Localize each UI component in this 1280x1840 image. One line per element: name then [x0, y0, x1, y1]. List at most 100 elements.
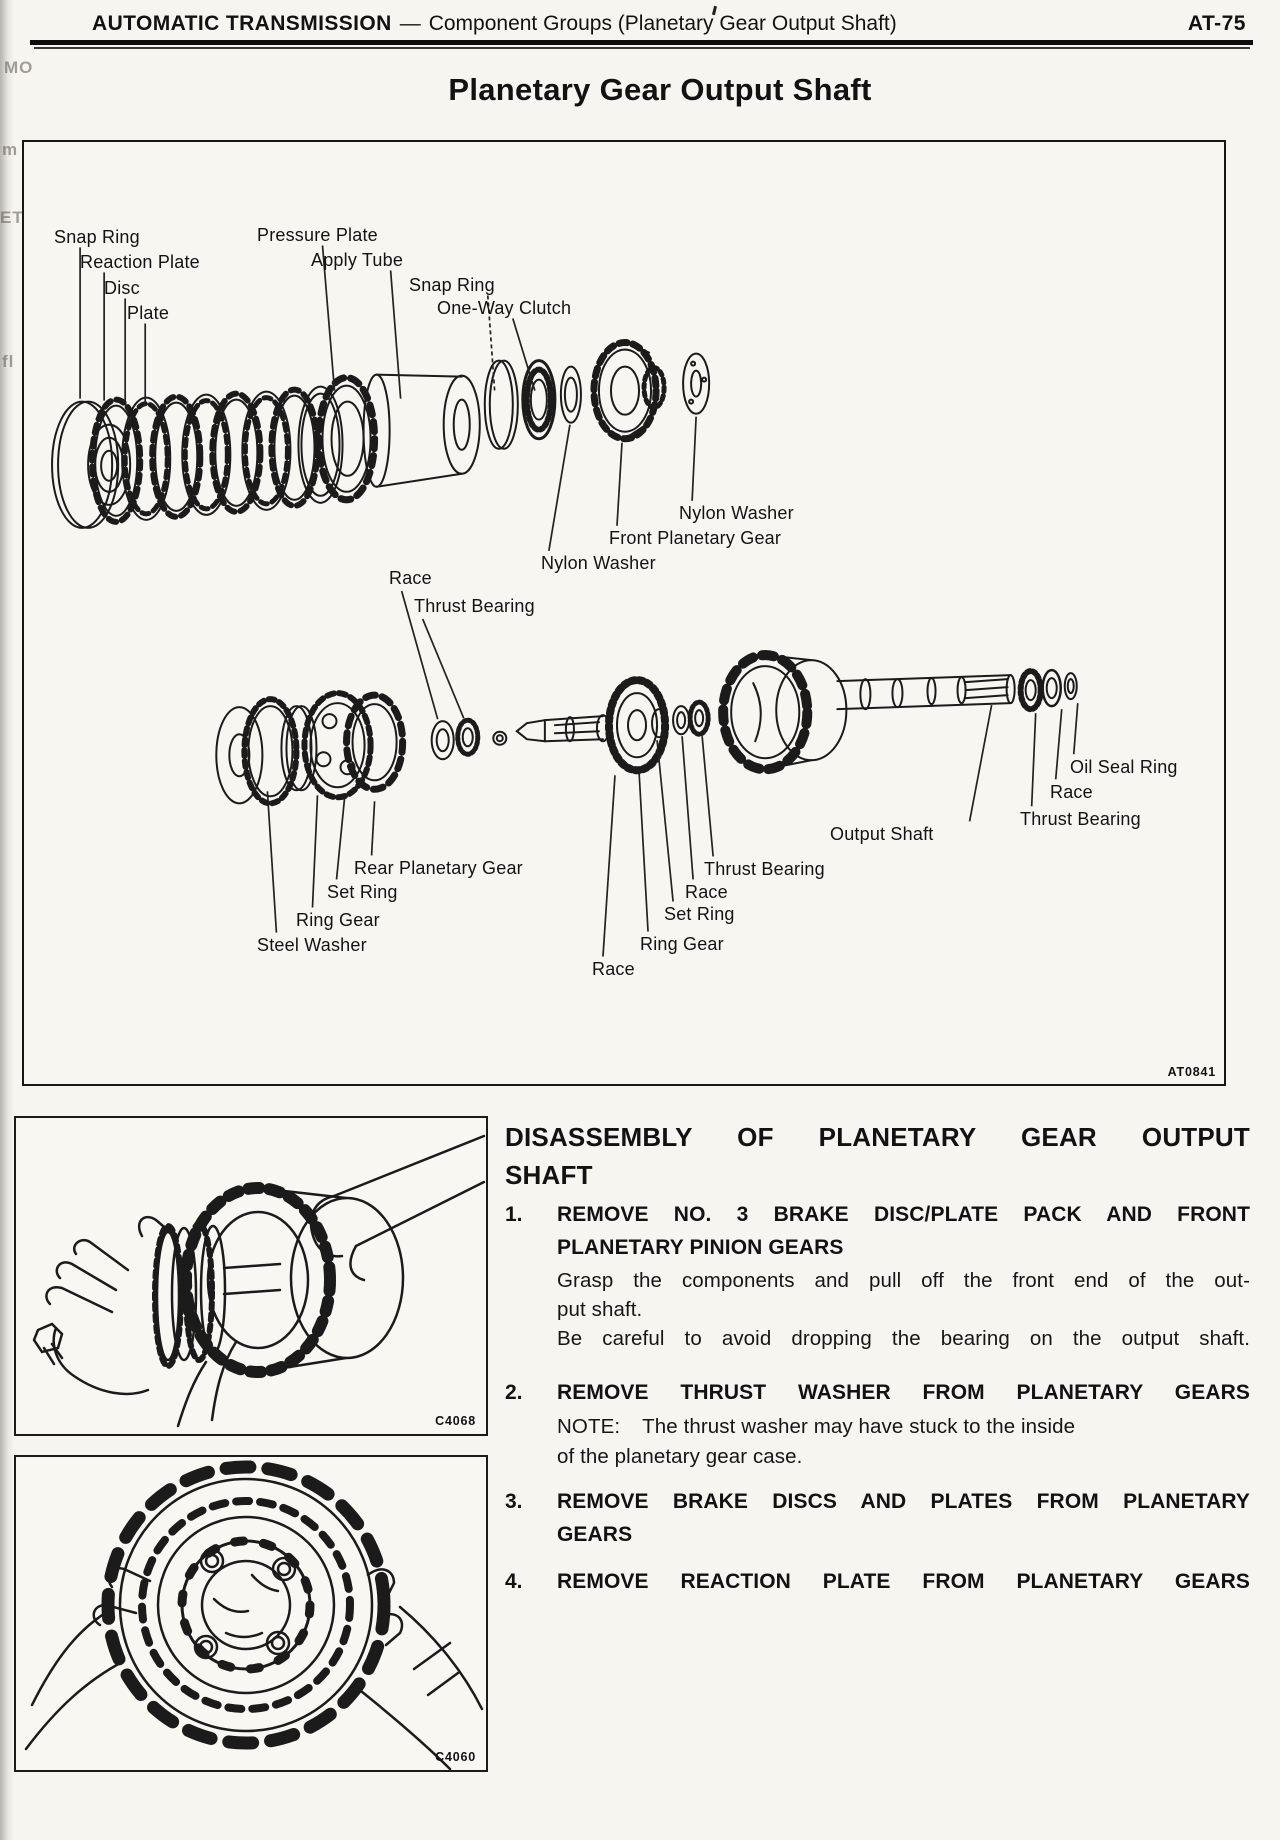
step-title: REMOVE REACTION PLATE FROM PLANETARY GEA… — [557, 1565, 1250, 1598]
part-label: Nylon Washer — [541, 553, 656, 573]
header-section-title: AUTOMATIC TRANSMISSION — [92, 12, 392, 35]
snap-ring-2-part — [483, 359, 519, 450]
scan-artifact: ET. — [0, 208, 28, 227]
part-label: Output Shaft — [830, 824, 934, 844]
exploded-diagram-figure: Snap Ring Reaction Plate Disc Plate Pres… — [22, 140, 1226, 1086]
part-label: Race — [389, 568, 432, 588]
part-label: Pressure Plate — [257, 225, 378, 245]
one-way-clutch-part — [521, 359, 557, 441]
step-title-line: REMOVE REACTION PLATE FROM PLANETARY GEA… — [557, 1570, 1250, 1593]
page-number: AT-75 — [1187, 12, 1246, 35]
part-label: Steel Washer — [257, 935, 367, 955]
race-3-part — [1041, 668, 1062, 708]
step-title-line: GEARS — [557, 1523, 633, 1546]
step-2-note: NOTE: The thrust washer may have stuck to… — [557, 1412, 1250, 1472]
part-label: Front Planetary Gear — [609, 528, 782, 548]
step-number: 2. — [505, 1381, 523, 1404]
note-line: NOTE: The thrust washer may have stuck to… — [557, 1412, 1250, 1442]
snap-ring-part — [51, 400, 120, 529]
thrust-bearing-2-part — [687, 699, 711, 737]
body-line: put shaft. — [557, 1298, 643, 1321]
clutch-pack-part — [87, 385, 344, 525]
washer-ring-part — [559, 365, 582, 424]
part-label: Snap Ring — [54, 227, 140, 247]
part-label: Thrust Bearing — [704, 859, 825, 879]
section-heading-line: DISASSEMBLY OF PLANETARY GEAR OUTPUT — [505, 1122, 1250, 1152]
part-label: Set Ring — [664, 904, 735, 924]
part-label: Oil Seal Ring — [1070, 757, 1178, 777]
figure-code: C4060 — [435, 1750, 476, 1764]
oil-seal-ring-part — [1063, 672, 1078, 701]
steel-washer-part — [215, 706, 264, 805]
part-label: Disc — [104, 278, 140, 298]
body-line: Grasp the components and pull off the fr… — [557, 1269, 1250, 1292]
part-label: Ring Gear — [640, 934, 724, 954]
step-1-body: Grasp the components and pull off the fr… — [557, 1266, 1250, 1353]
step-title-line: PLANETARY PINION GEARS — [557, 1236, 844, 1259]
page-header: AUTOMATIC TRANSMISSION — Component Groups … — [30, 12, 1250, 38]
part-label: Apply Tube — [311, 250, 404, 270]
header-rule-shadow — [34, 47, 1250, 49]
header-dash: — — [399, 12, 421, 35]
part-label: Rear Planetary Gear — [354, 858, 523, 878]
step-title-line: REMOVE BRAKE DISCS AND PLATES FROM PLANE… — [557, 1490, 1250, 1513]
ring-gear-part — [241, 696, 300, 807]
race-part — [430, 720, 455, 761]
section-heading: DISASSEMBLY OF PLANETARY GEAR OUTPUT SHA… — [505, 1118, 1250, 1194]
stub-shaft-part — [515, 714, 610, 743]
header-rule — [30, 40, 1253, 45]
step-title-line: REMOVE NO. 3 BRAKE DISC/PLATE PACK AND F… — [557, 1203, 1250, 1226]
ring-gear-drum-part — [718, 650, 848, 775]
note-line: of the planetary gear case. — [557, 1445, 803, 1468]
part-label: Race — [592, 959, 635, 979]
section-heading-line: SHAFT — [505, 1160, 593, 1190]
scan-artifact: m — [2, 140, 19, 159]
part-label: Ring Gear — [296, 910, 380, 930]
step-3: 3. REMOVE BRAKE DISCS AND PLATES FROM PL… — [505, 1485, 1250, 1551]
scan-artifact: fl — [2, 352, 15, 371]
step-1: 1. REMOVE NO. 3 BRAKE DISC/PLATE PACK AN… — [505, 1198, 1250, 1264]
note-text: The thrust washer may have stuck to the … — [642, 1415, 1076, 1438]
apply-tube-part — [362, 373, 481, 488]
photo-drawing-hands-holding-gear — [24, 1460, 484, 1770]
step-title-line: REMOVE THRUST WASHER FROM PLANETARY GEAR… — [557, 1381, 1250, 1404]
part-label: Thrust Bearing — [1020, 809, 1141, 829]
part-label: Race — [685, 882, 728, 902]
scan-artifact: MO — [4, 58, 34, 77]
scan-edge-shadow — [0, 0, 14, 1840]
rear-planetary-gear-part — [301, 690, 407, 801]
part-label: Plate — [127, 303, 170, 323]
part-label: Set Ring — [327, 882, 398, 902]
thrust-bearing-3-part — [1017, 668, 1044, 713]
part-label: One-Way Clutch — [437, 298, 572, 318]
exploded-diagram-drawing — [51, 245, 1079, 957]
thrust-bearing-part — [455, 717, 481, 757]
o-ring-part — [492, 730, 508, 746]
nylon-washer-part — [682, 352, 711, 415]
leader-lines — [79, 245, 1079, 957]
header-subtitle: Component Groups (Planetary Gear Output … — [428, 12, 897, 35]
figure-code: C4068 — [435, 1414, 476, 1428]
step-2: 2. REMOVE THRUST WASHER FROM PLANETARY G… — [505, 1376, 1250, 1409]
sun-gear-part — [604, 676, 670, 775]
part-label: Snap Ring — [409, 275, 495, 295]
step-title: REMOVE BRAKE DISCS AND PLATES FROM PLANE… — [557, 1485, 1250, 1551]
photo-figure-hold-gears: C4060 — [14, 1455, 488, 1772]
note-label: NOTE: — [557, 1415, 621, 1438]
step-4: 4. REMOVE REACTION PLATE FROM PLANETARY … — [505, 1565, 1250, 1598]
step-number: 1. — [505, 1203, 523, 1226]
body-line: Be careful to avoid dropping the bearing… — [557, 1327, 1250, 1350]
step-number: 4. — [505, 1570, 523, 1593]
step-title: REMOVE THRUST WASHER FROM PLANETARY GEAR… — [557, 1376, 1250, 1409]
pressure-plate-part — [314, 374, 379, 504]
photo-figure-pull-off: C4068 — [14, 1116, 488, 1436]
figure-code: AT0841 — [1167, 1065, 1216, 1079]
step-title: REMOVE NO. 3 BRAKE DISC/PLATE PACK AND F… — [557, 1198, 1250, 1264]
photo-drawing-hands-pulling-pack — [32, 1134, 486, 1428]
output-shaft-part — [836, 674, 1016, 711]
front-planetary-gear-part — [590, 339, 667, 443]
page-title: Planetary Gear Output Shaft — [448, 72, 872, 107]
step-number: 3. — [505, 1490, 523, 1513]
part-label: Reaction Plate — [80, 252, 200, 272]
